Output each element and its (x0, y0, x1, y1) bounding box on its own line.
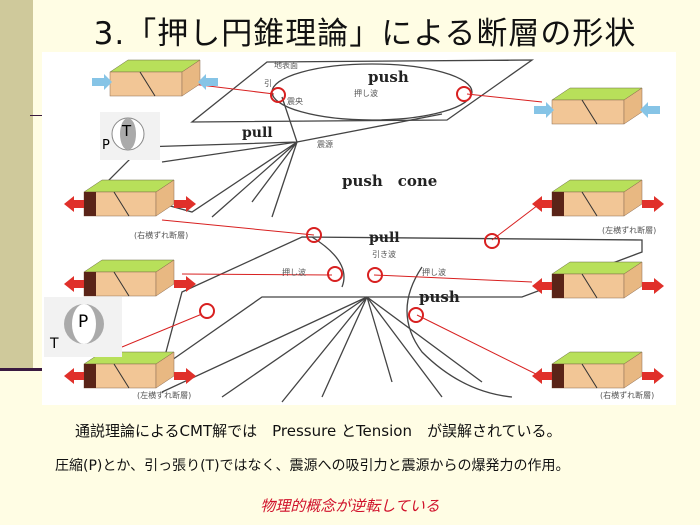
caption-left-lateral: (左横ずれ断層) (602, 226, 657, 235)
caption-left-lateral: (左横ずれ断層) (137, 391, 192, 400)
pull-arrow-icon (532, 196, 554, 212)
fault-block-strike (532, 179, 664, 217)
upper-surface-plane (190, 59, 535, 123)
marker (408, 307, 424, 323)
fault-block-thrust (92, 59, 218, 97)
pull-arrow-icon (64, 196, 86, 212)
sidebar-divider (0, 368, 45, 371)
beachball-center-label: P (78, 312, 89, 332)
fault-block-thrust (534, 87, 660, 125)
lower-cone (160, 236, 643, 403)
diagram-drawing (44, 59, 664, 403)
slide-title: 3.「押し円錐理論」による断層の形状 (93, 16, 637, 52)
caption-right-lateral: (右横ずれ断層) (600, 391, 655, 400)
caption-right-lateral: (右横ずれ断層) (134, 231, 189, 240)
pull-arrow-icon (642, 278, 664, 294)
surface-label: 地表面 (274, 61, 298, 70)
lower-surface-plane (160, 236, 643, 369)
push-arrow-icon (640, 102, 660, 118)
marker (270, 87, 286, 103)
marker (327, 266, 343, 282)
pull-wave-label: 引き波 (372, 250, 396, 259)
explanation-line-2: 圧縮(P)とか、引っ張り(T)ではなく、震源への吸引力と震源からの爆発力の作用。 (55, 458, 570, 474)
pull-label-bottom: pull (369, 230, 400, 246)
fault-block-strike (64, 179, 196, 217)
pull-arrow-icon (174, 368, 196, 384)
fault-block-strike (532, 351, 664, 389)
beachball-lower (44, 297, 122, 357)
push-arrow-icon (534, 102, 554, 118)
push-wave-label-right: 押し波 (422, 268, 446, 277)
push-wave-label: 押し波 (354, 89, 378, 98)
pull-arrow-icon (532, 278, 554, 294)
pull-arrow-icon (532, 368, 554, 384)
pull-label-top: pull (242, 125, 273, 141)
fault-block-strike (532, 261, 664, 299)
marker (367, 267, 383, 283)
pull-arrow-icon (174, 196, 196, 212)
beachball-side-label: P (102, 138, 110, 153)
beachball-side-label: T (50, 336, 59, 352)
push-arrow-icon (198, 74, 218, 90)
connector-lines (121, 83, 543, 378)
pull-arrow-icon (642, 368, 664, 384)
push-arrow-icon (92, 74, 112, 90)
beachball-upper (100, 112, 160, 160)
epicenter-label: 震央 (287, 97, 303, 106)
sidebar-tick (30, 115, 44, 116)
marker (199, 303, 215, 319)
pull-arrow-icon (64, 368, 86, 384)
push-cone-label: push cone (342, 172, 438, 190)
marker (456, 86, 472, 102)
slide-sidebar-band (0, 0, 33, 370)
beachball-center-label: T (122, 122, 132, 140)
explanation-line-1: 通説理論によるCMT解では Pressure とTension が誤解されている… (75, 422, 562, 440)
push-label-bottom: push (419, 288, 460, 306)
push-wave-label-left: 押し波 (282, 268, 306, 277)
marker (306, 227, 322, 243)
fault-block-strike (64, 259, 196, 297)
upper-cone (100, 59, 535, 218)
hypocenter-label: 震源 (317, 140, 333, 149)
pull-arrow-icon (174, 276, 196, 292)
location-markers (199, 86, 500, 323)
conclusion-text: 物理的概念が逆転している (260, 497, 440, 515)
pull-arrow-icon (642, 196, 664, 212)
marker (484, 233, 500, 249)
fault-diagram: push pull push cone pull push 地表面 押し波 震央… (42, 52, 676, 405)
pull-mark-label: 引 (264, 79, 272, 88)
push-label-top: push (368, 68, 409, 86)
pull-arrow-icon (64, 276, 86, 292)
cone-body (100, 96, 298, 213)
